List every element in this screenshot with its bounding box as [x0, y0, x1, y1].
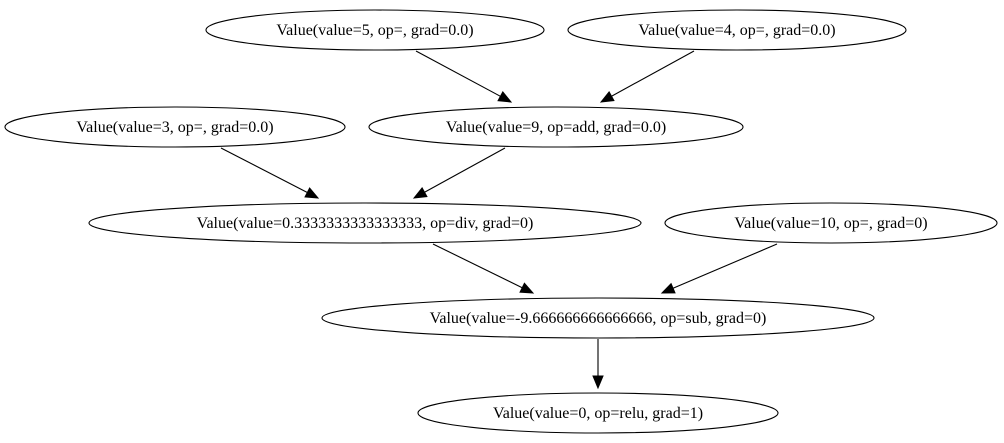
node-ellipse — [664, 202, 998, 244]
graph-node: Value(value=0.3333333333333333, op=div, … — [88, 202, 642, 244]
node-label: Value(value=3, op=, grad=0.0) — [76, 119, 273, 136]
graph-edge — [432, 243, 535, 294]
graph-node: Value(value=3, op=, grad=0.0) — [4, 106, 346, 148]
graph-node: Value(value=0, op=relu, grad=1) — [417, 392, 779, 434]
edge-line — [220, 147, 308, 193]
arrowhead-icon — [497, 91, 513, 103]
node-label: Value(value=5, op=, grad=0.0) — [276, 22, 473, 39]
node-label: Value(value=9, op=add, grad=0.0) — [446, 119, 666, 136]
node-label: Value(value=0.3333333333333333, op=div, … — [197, 215, 534, 232]
arrowhead-icon — [599, 90, 615, 103]
node-ellipse — [4, 106, 346, 148]
edges-layer — [220, 50, 778, 390]
node-ellipse — [88, 202, 642, 244]
graph-node: Value(value=10, op=, grad=0) — [664, 202, 998, 244]
edge-line — [611, 50, 695, 97]
node-ellipse — [567, 9, 907, 51]
graph-edge — [412, 147, 506, 199]
node-ellipse — [321, 297, 875, 339]
graph-node: Value(value=-9.666666666666666, op=sub, … — [321, 297, 875, 339]
edge-line — [424, 147, 506, 193]
node-ellipse — [205, 9, 545, 51]
graph-edge — [220, 147, 320, 199]
graph-edge — [660, 243, 778, 294]
edge-line — [432, 243, 523, 289]
graph-node: Value(value=5, op=, grad=0.0) — [205, 9, 545, 51]
graph-edge — [599, 50, 695, 103]
graph-edge — [415, 50, 513, 103]
nodes-layer: Value(value=5, op=, grad=0.0) Value(value… — [4, 9, 998, 434]
node-label: Value(value=-9.666666666666666, op=sub, … — [430, 310, 767, 327]
arrowhead-icon — [660, 282, 676, 294]
edge-line — [415, 50, 501, 97]
node-label: Value(value=0, op=relu, grad=1) — [493, 405, 703, 422]
graph-node: Value(value=9, op=add, grad=0.0) — [368, 106, 744, 148]
arrowhead-icon — [519, 282, 535, 294]
node-ellipse — [368, 106, 744, 148]
graph-node: Value(value=4, op=, grad=0.0) — [567, 9, 907, 51]
arrowhead-icon — [592, 375, 604, 390]
arrowhead-icon — [412, 186, 428, 199]
node-label: Value(value=10, op=, grad=0) — [734, 215, 927, 232]
node-ellipse — [417, 392, 779, 434]
graph-edge — [592, 339, 604, 390]
edge-line — [672, 243, 778, 289]
arrowhead-icon — [304, 187, 320, 199]
node-label: Value(value=4, op=, grad=0.0) — [638, 22, 835, 39]
